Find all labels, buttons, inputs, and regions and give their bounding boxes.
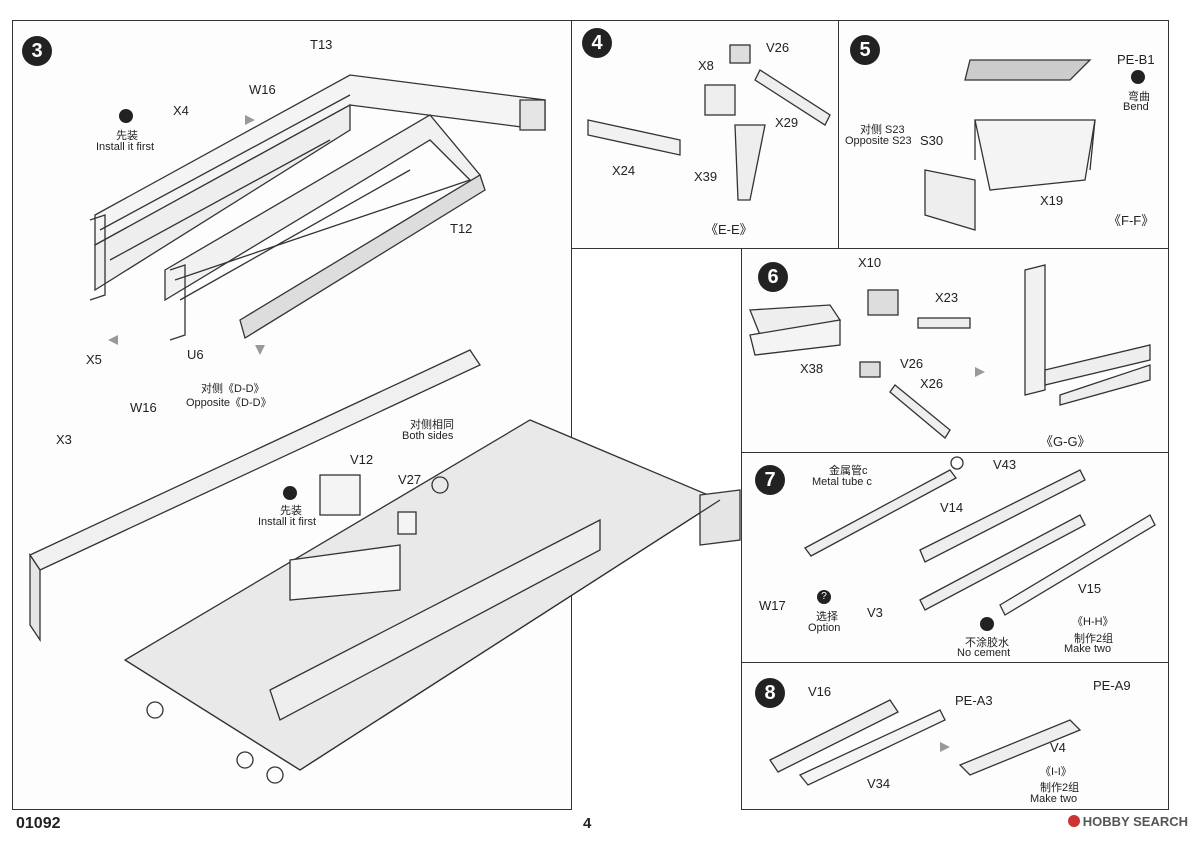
opposite-dd-cn: 对侧《D-D》: [201, 383, 265, 395]
part-label-X8: X8: [698, 58, 714, 73]
part-label-X3: X3: [56, 432, 72, 447]
part-label-X29: X29: [775, 115, 799, 130]
metal-tube-en: Metal tube c: [812, 476, 872, 488]
option-cn: 选择: [816, 611, 838, 623]
bend-cn: 弯曲: [1128, 91, 1150, 103]
view-label-GG: 《G-G》: [1040, 434, 1091, 449]
part-label-X19: X19: [1040, 193, 1064, 208]
step6-panel: [741, 248, 1169, 453]
option-icon: ?: [817, 590, 831, 604]
part-label-V4: V4: [1050, 740, 1066, 755]
install-first-icon: [283, 486, 297, 500]
part-label-X23: X23: [935, 290, 959, 305]
make-two-cn-7: 制作2组: [1074, 633, 1114, 645]
step-number-4: 4: [582, 28, 612, 58]
view-label-HH: 《H-H》: [1072, 616, 1114, 628]
option-en: Option: [808, 622, 841, 634]
make-two-en-8: Make two: [1030, 793, 1078, 805]
bend-en: Bend: [1123, 101, 1149, 113]
opposite-s23-en: Opposite S23: [845, 135, 912, 147]
part-label-V34: V34: [867, 776, 891, 791]
part-label-V12: V12: [350, 452, 374, 467]
install-first-cn-top: 先装: [116, 130, 138, 142]
step8-panel: [741, 662, 1169, 810]
step-number-7: 7: [755, 465, 785, 495]
part-label-PE-B1: PE-B1: [1117, 52, 1155, 67]
install-first-en-top: Install it first: [96, 141, 155, 153]
install-first-icon: [119, 109, 133, 123]
opposite-dd-en: Opposite《D-D》: [186, 397, 272, 409]
part-label-V43: V43: [993, 457, 1017, 472]
both-sides-cn: 对侧相同: [410, 419, 454, 431]
part-label-W16-top: W16: [249, 82, 276, 97]
part-label-PE-A3: PE-A3: [955, 693, 993, 708]
part-label-V27: V27: [398, 472, 422, 487]
part-label-U6: U6: [187, 347, 204, 362]
part-label-X10: X10: [858, 255, 882, 270]
part-label-V15: V15: [1078, 581, 1102, 596]
part-label-T13: T13: [310, 37, 333, 52]
page-number: 4: [583, 815, 592, 832]
step-number-5: 5: [850, 35, 880, 65]
both-sides-en: Both sides: [402, 430, 454, 442]
part-label-V26: V26: [900, 356, 924, 371]
part-label-X38: X38: [800, 361, 824, 376]
part-label-T12: T12: [450, 221, 473, 236]
metal-tube-cn: 金属管c: [829, 465, 868, 477]
part-label-V26: V26: [766, 40, 790, 55]
part-label-W16-left: W16: [130, 400, 157, 415]
step-number-6: 6: [758, 262, 788, 292]
no-cement-cn: 不涂胶水: [965, 637, 1009, 649]
part-label-X39: X39: [694, 169, 718, 184]
make-two-cn-8: 制作2组: [1040, 782, 1080, 794]
no-cement-en: No cement: [957, 647, 1011, 659]
product-code: 01092: [16, 815, 61, 832]
view-label-EE: 《E-E》: [705, 222, 753, 237]
part-label-X5: X5: [86, 352, 102, 367]
watermark-text: HOBBY SEARCH: [1082, 814, 1188, 829]
part-label-W17: W17: [759, 598, 786, 613]
install-first-en-bottom: Install it first: [258, 516, 317, 528]
part-label-S30: S30: [920, 133, 944, 148]
no-cement-icon: [980, 617, 994, 631]
part-label-X4: X4: [173, 103, 189, 118]
install-first-cn-bottom: 先装: [280, 505, 302, 517]
part-label-V3: V3: [867, 605, 883, 620]
part-label-X24: X24: [612, 163, 636, 178]
make-two-en-7: Make two: [1064, 643, 1112, 655]
part-label-V16: V16: [808, 684, 832, 699]
view-label-FF: 《F-F》: [1108, 213, 1155, 228]
watermark-logo-icon: [1067, 815, 1080, 827]
watermark: HOBBY SEARCH: [1067, 814, 1188, 829]
step-number-8: 8: [755, 678, 785, 708]
view-label-II: 《I-I》: [1040, 766, 1072, 778]
opposite-s23-cn: 对侧 S23: [860, 124, 905, 136]
bend-icon: [1131, 70, 1145, 84]
part-label-X26: X26: [920, 376, 944, 391]
step-number-3: 3: [22, 36, 52, 66]
part-label-V14: V14: [940, 500, 964, 515]
part-label-PE-A9: PE-A9: [1093, 678, 1131, 693]
